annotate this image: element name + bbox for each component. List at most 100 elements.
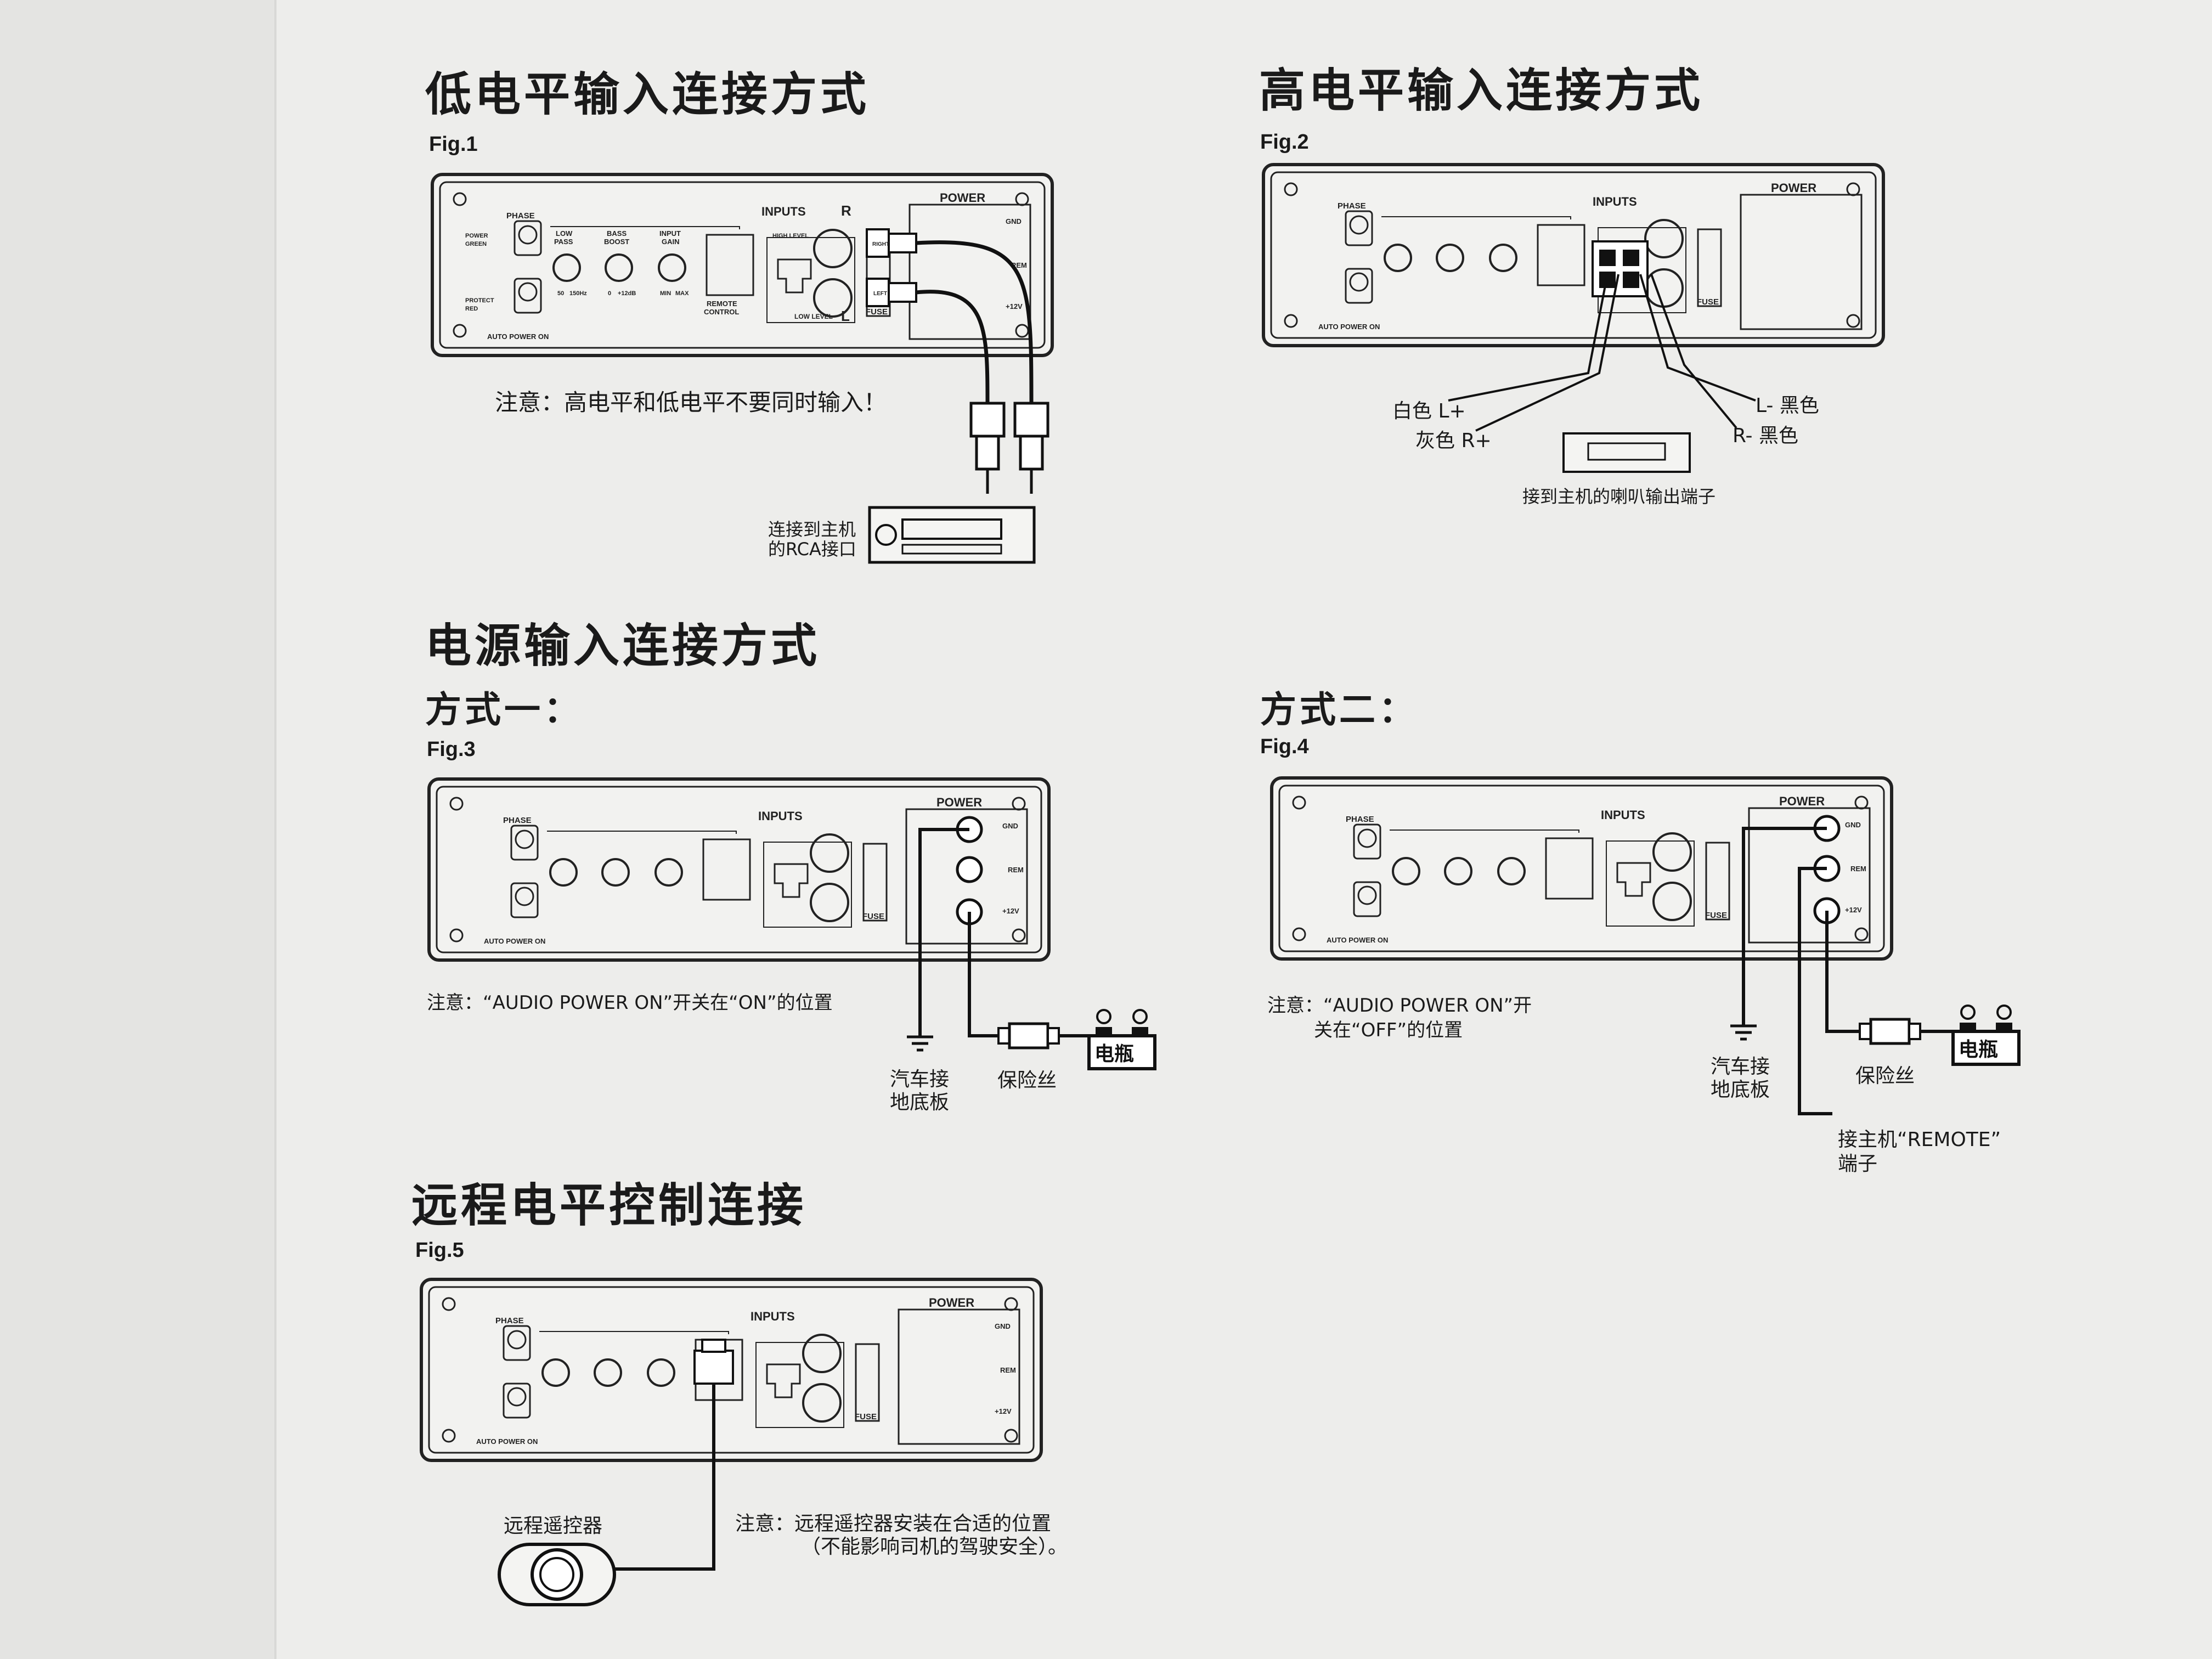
svg-text:150Hz: 150Hz [569,290,587,297]
svg-text:HIGH LEVEL: HIGH LEVEL [772,233,809,239]
fig4-power-wires [1742,827,1953,1115]
fig3-power-wires [918,828,1089,1037]
fig5-remote-wire [601,1427,715,1571]
fig1-note: 注意：高电平和低电平不要同时输入！ [495,389,887,416]
gray-wire-label: 灰色 R+ [1415,430,1492,452]
svg-text:BOOST: BOOST [604,238,629,246]
rca-label-2: 的RCA接口 [768,539,856,560]
svg-text:FUSE: FUSE [866,307,888,317]
white-wire-label: 白色 L+ [1392,400,1466,422]
svg-text:INPUT: INPUT [659,229,681,238]
svg-text:GND: GND [1002,822,1018,830]
fig4-label: Fig.4 [1260,735,1309,758]
svg-text:POWER: POWER [465,233,488,239]
svg-text:FUSE: FUSE [855,1412,877,1421]
svg-text:POWER: POWER [940,191,985,205]
svg-text:AUTO POWER ON: AUTO POWER ON [476,1437,538,1446]
svg-text:MIN: MIN [660,290,671,297]
phase-label: PHASE [506,211,535,221]
svg-text:PHASE: PHASE [503,816,532,825]
svg-text:PHASE: PHASE [495,1316,524,1325]
svg-text:+12V: +12V [1845,906,1862,914]
fig5-note-2: （不能影响司机的驾驶安全）。 [801,1536,1068,1558]
fig3-fuse-label: 保险丝 [997,1069,1057,1092]
svg-text:GAIN: GAIN [662,238,680,246]
fig3-amp-panel: PHASE INPUTS POWER FUSE GND REM +12V AUT… [429,779,1049,960]
fig3-label: Fig.3 [427,738,476,761]
svg-text:AUTO POWER ON: AUTO POWER ON [484,937,545,945]
fig4-ground-1: 汽车接 [1711,1056,1770,1078]
fig2-head-unit [1562,432,1691,473]
fig3-ground-1: 汽车接 [890,1068,950,1091]
fig4-remote-1: 接主机“REMOTE” [1838,1128,2001,1151]
remote-title: 远程电平控制连接 [411,1178,807,1232]
svg-text:REMOTE: REMOTE [707,300,737,308]
svg-text:+12V: +12V [1002,907,1019,915]
fig4-note-2: 关在“OFF”的位置 [1314,1019,1463,1041]
svg-text:INPUTS: INPUTS [751,1310,795,1323]
fig1-amp-panel: PHASE POWER GREEN PROTECT RED AUTO POWER… [432,174,1052,356]
svg-text:LOW LEVEL: LOW LEVEL [794,313,833,320]
fig4-fuse-symbol [1860,1019,1920,1043]
fig3-fuse-symbol [998,1024,1059,1048]
remote-controller-label: 远程遥控器 [504,1515,603,1537]
svg-text:GND: GND [1006,217,1022,225]
svg-text:PROTECT: PROTECT [465,297,494,304]
low-level-title: 低电平输入连接方式 [425,67,870,121]
fig4-ground-2: 地底板 [1711,1079,1770,1101]
svg-text:RED: RED [465,306,478,312]
fig4-fuse-label: 保险丝 [1855,1065,1915,1087]
svg-text:PHASE: PHASE [1346,815,1374,824]
svg-text:0: 0 [608,290,611,297]
fig3-ground-2: 地底板 [890,1091,950,1114]
svg-text:电瓶: 电瓶 [1959,1039,1998,1061]
svg-text:GREEN: GREEN [465,241,487,247]
svg-text:PHASE: PHASE [1338,201,1366,211]
svg-text:INPUTS: INPUTS [758,809,803,823]
right-rca-label: RIGHT [872,241,889,247]
svg-text:MAX: MAX [675,290,689,297]
method2-title: 方式二： [1260,689,1418,731]
svg-text:REM: REM [1850,865,1866,873]
svg-text:POWER: POWER [936,795,982,809]
fig1-label: Fig.1 [429,133,478,156]
svg-text:电瓶: 电瓶 [1094,1043,1134,1065]
svg-text:AUTO POWER ON: AUTO POWER ON [487,332,549,341]
fig2-amp-panel: PHASE INPUTS POWER FUSE AUTO POWER ON [1263,165,1883,346]
l-black-label: L- 黑色 [1756,394,1819,417]
svg-text:FUSE: FUSE [1705,911,1727,920]
fig4-remote-2: 端子 [1838,1153,1878,1175]
svg-text:REM: REM [1008,866,1024,874]
page-fold-shadow [0,0,276,1659]
power-title: 电源输入连接方式 [425,619,821,673]
left-rca-label: LEFT [873,291,887,297]
svg-text:+12V: +12V [995,1407,1012,1415]
fig3-note: 注意：“AUDIO POWER ON”开关在“ON”的位置 [427,992,833,1014]
svg-text:FUSE: FUSE [862,912,884,921]
svg-text:GND: GND [1845,821,1861,829]
fig1-head-unit [868,506,1036,564]
speaker-output-label: 接到主机的喇叭输出端子 [1522,486,1716,507]
svg-text:GND: GND [995,1322,1011,1330]
svg-text:POWER: POWER [929,1296,974,1310]
svg-text:AUTO POWER ON: AUTO POWER ON [1318,323,1380,331]
fig1-rca-cables [866,228,1049,494]
svg-text:INPUTS: INPUTS [761,205,806,218]
high-level-title: 高电平输入连接方式 [1259,64,1704,117]
svg-text:R: R [841,202,851,219]
fig5-note-1: 注意：远程遥控器安装在合适的位置 [735,1513,1052,1535]
svg-text:FUSE: FUSE [1697,297,1719,307]
svg-text:LOW: LOW [556,229,573,238]
fig2-label: Fig.2 [1260,131,1309,154]
fig5-label: Fig.5 [415,1239,464,1262]
fig4-note-1: 注意：“AUDIO POWER ON”开 [1267,995,1532,1017]
fig5-amp-panel: PHASE INPUTS POWER FUSE GND REM +12V AUT… [421,1279,1041,1460]
svg-text:BASS: BASS [607,229,627,238]
fig3-ground-symbol [907,1037,933,1050]
fig4-ground-symbol [1730,1026,1757,1039]
svg-text:AUTO POWER ON: AUTO POWER ON [1327,936,1388,944]
fig4-battery: 电瓶 [1953,1006,2019,1064]
svg-text:INPUTS: INPUTS [1593,195,1637,208]
svg-text:L: L [841,308,850,324]
